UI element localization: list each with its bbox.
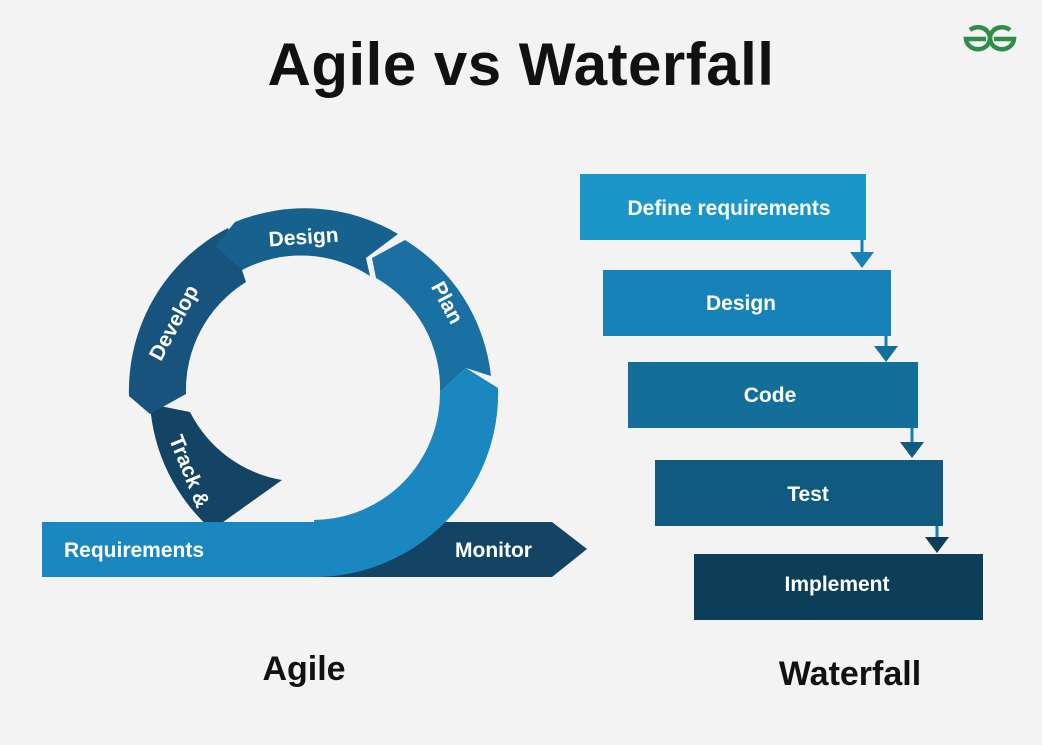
loop-segment-design xyxy=(215,208,398,276)
agile-arrow xyxy=(42,522,314,577)
arrow-label-monitor: Monitor xyxy=(455,539,532,562)
waterfall-step-1 xyxy=(580,174,866,240)
waterfall-label-2: Design xyxy=(706,292,776,315)
waterfall-steps: Define requirements Design Code Test Imp… xyxy=(580,174,983,620)
waterfall-step-3 xyxy=(628,362,918,428)
arrowhead-4 xyxy=(925,537,949,553)
waterfall-label-4: Test xyxy=(787,483,829,506)
loop-segment-track xyxy=(150,404,282,530)
loop-segment-develop xyxy=(128,228,246,414)
waterfall-label-1: Define requirements xyxy=(627,197,830,220)
waterfall-step-5 xyxy=(694,554,983,620)
waterfall-label-5: Implement xyxy=(784,573,889,596)
arrowhead-2 xyxy=(874,346,898,362)
waterfall-label-3: Code xyxy=(744,384,797,407)
page-title: Agile vs Waterfall xyxy=(267,31,775,98)
waterfall-caption: Waterfall xyxy=(778,655,922,693)
agile-caption: Agile xyxy=(262,650,346,688)
waterfall-step-2 xyxy=(603,270,891,336)
arrowhead-3 xyxy=(900,442,924,458)
loop-segment-plan xyxy=(372,240,491,392)
loop-label-design: Design xyxy=(268,224,339,252)
arrow-label-requirements: Requirements xyxy=(64,539,204,562)
arrowhead-1 xyxy=(850,252,874,268)
waterfall-step-4 xyxy=(655,460,943,526)
loop-to-arrow-blend xyxy=(314,388,499,577)
gfg-logo-icon xyxy=(963,24,1017,52)
agile-cycle: Design Plan Develop Track & Requirements… xyxy=(42,208,587,577)
